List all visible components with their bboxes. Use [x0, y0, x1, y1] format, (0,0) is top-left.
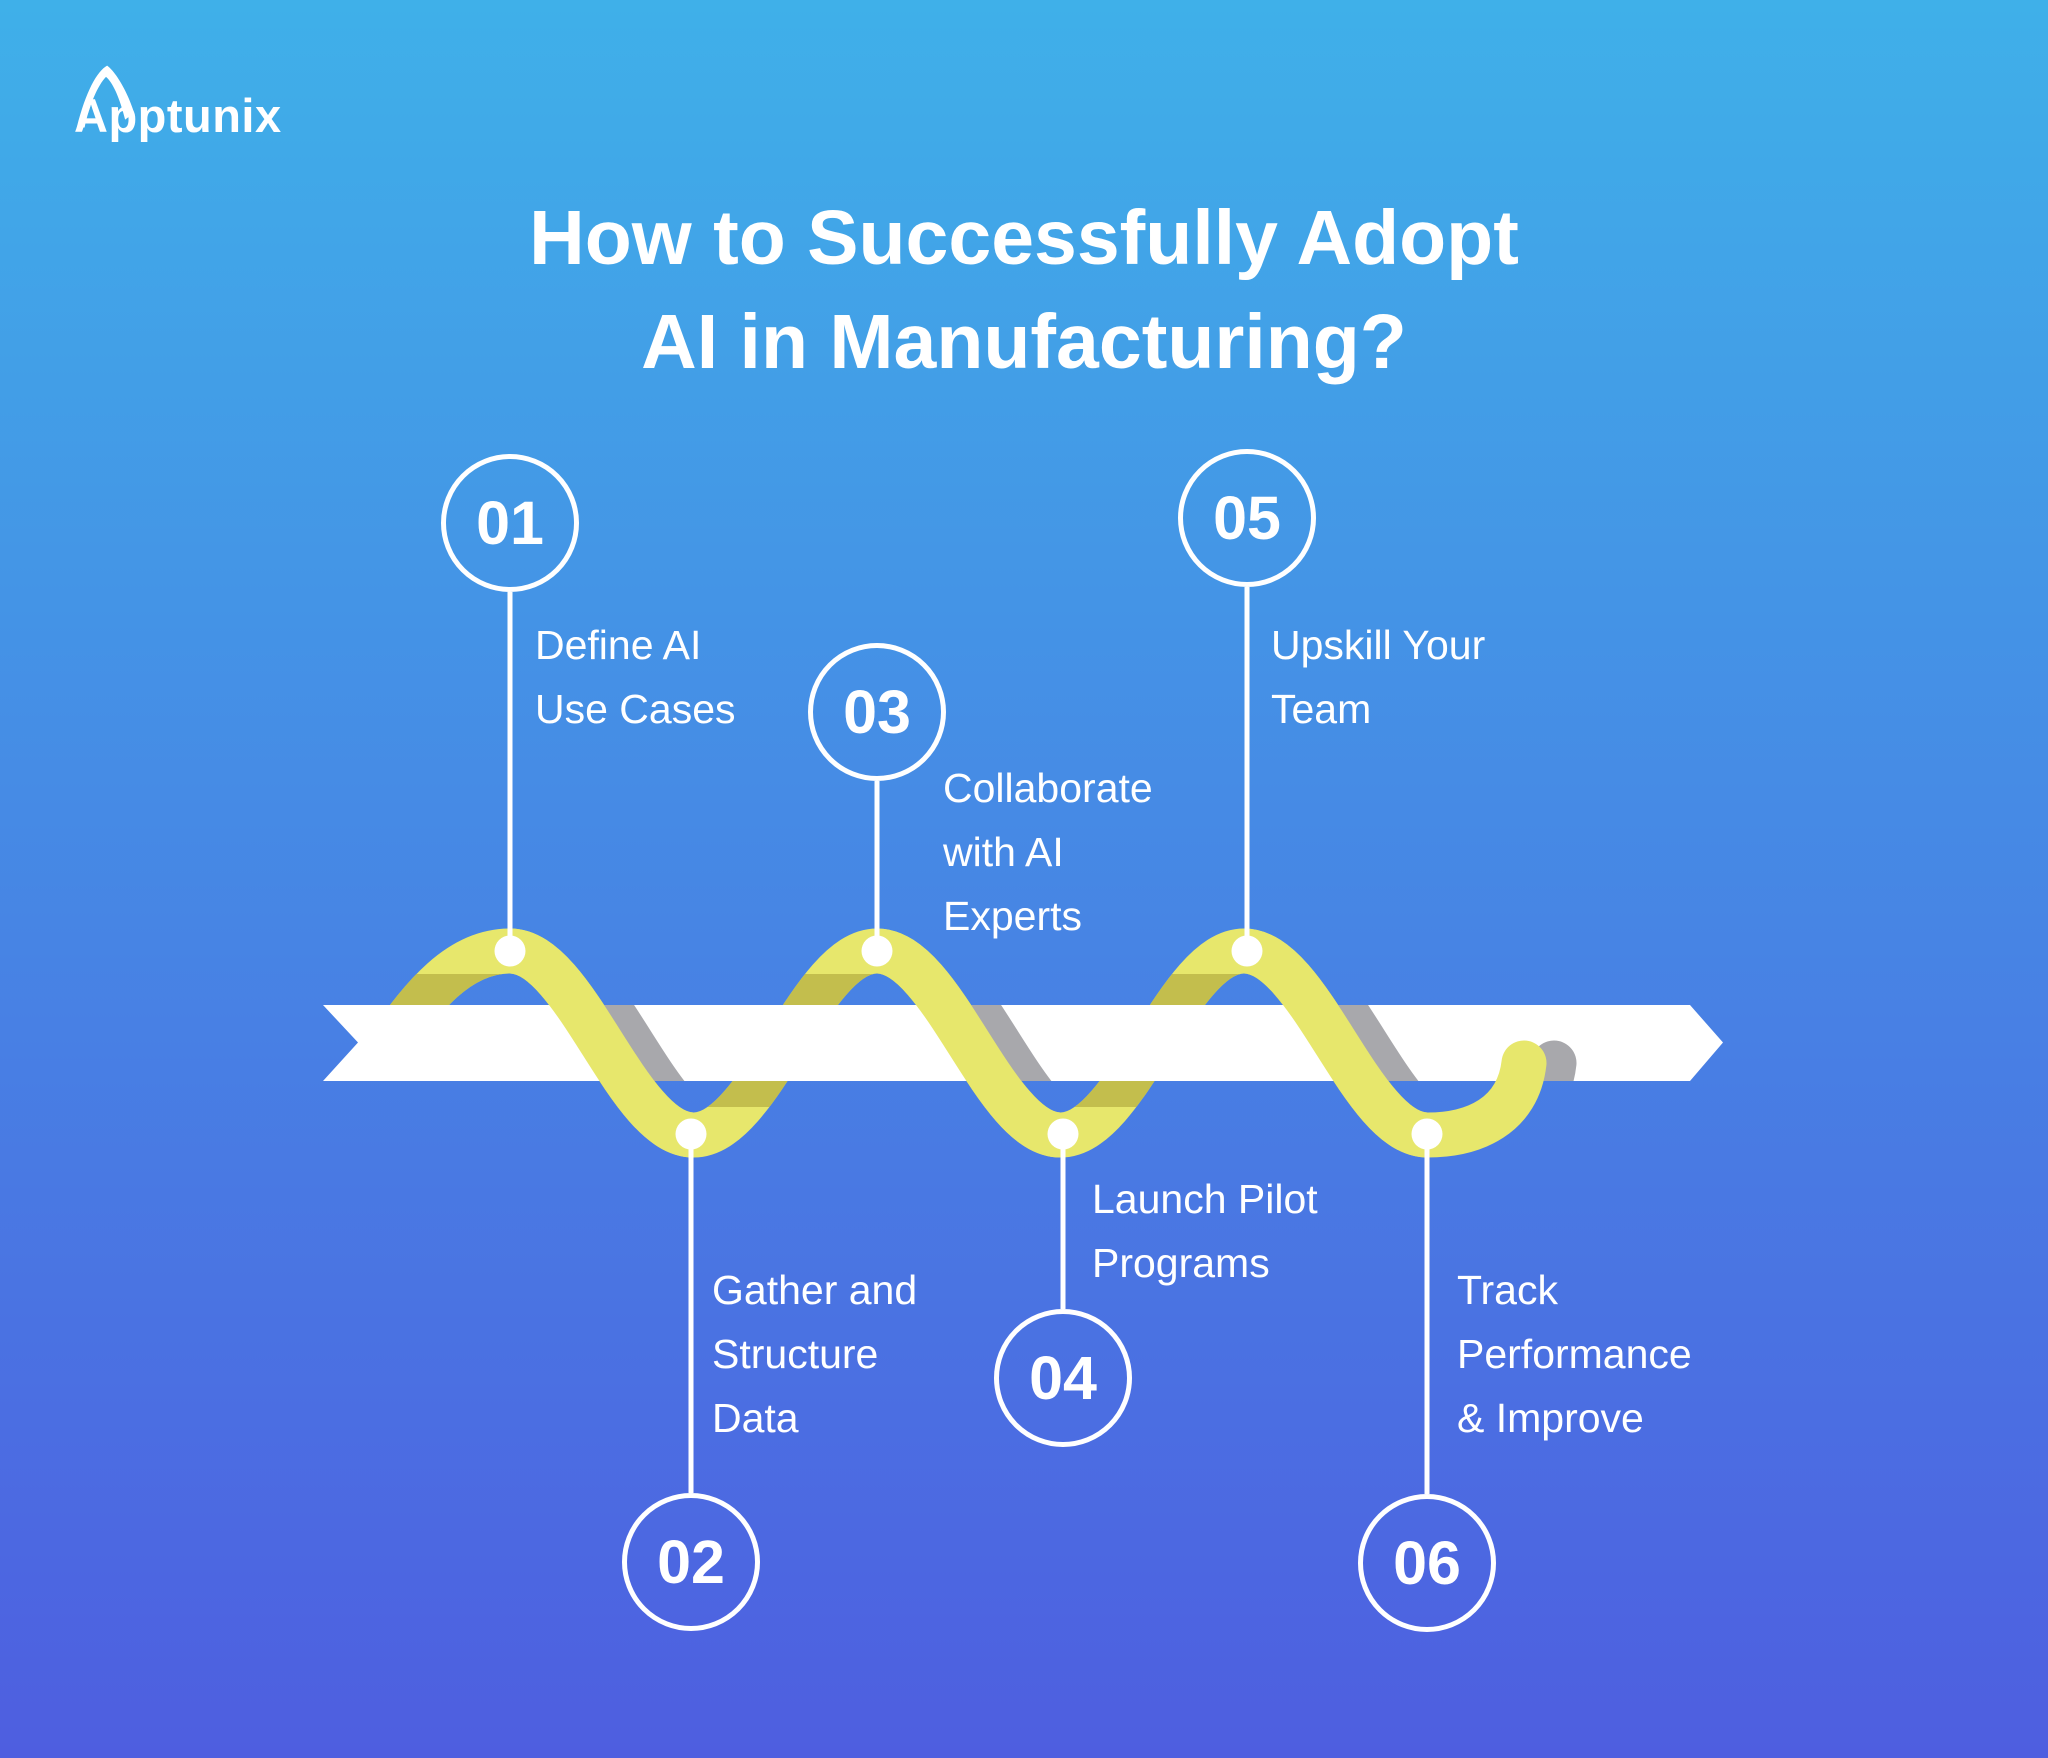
dot-step-04: [1047, 1118, 1079, 1150]
wave-ribbon-front: [506, 928, 1547, 1158]
band-shadows: [517, 1005, 1577, 1081]
step-label-04: Launch Pilot Programs: [1092, 1176, 1318, 1286]
connector-lines: [507, 587, 1430, 1494]
dot-step-02: [675, 1118, 707, 1150]
step-circle-02: 02: [622, 1493, 760, 1631]
dot-step-06: [1411, 1118, 1443, 1150]
step-circle-03: 03: [808, 643, 946, 781]
step-label-03: Collaborate with AI Experts: [943, 765, 1153, 939]
dot-step-01: [494, 935, 526, 967]
step-label-06: Track Performance & Improve: [1457, 1267, 1692, 1441]
infographic-title: How to Successfully Adopt AI in Manufact…: [529, 195, 1519, 385]
apptunix-logo: Apptunix: [74, 89, 282, 142]
dot-step-05: [1231, 935, 1263, 967]
step-circle-04: 04: [994, 1309, 1132, 1447]
dot-step-03: [861, 935, 893, 967]
apptunix-logo-arch-icon: [76, 65, 135, 128]
step-circle-05: 05: [1178, 449, 1316, 587]
milestone-dots: [494, 935, 1443, 1150]
step-label-02: Gather and Structure Data: [712, 1267, 918, 1441]
step-circle-06: 06: [1358, 1494, 1496, 1632]
step-label-01: Define AI Use Cases: [535, 622, 736, 732]
step-circle-01: 01: [441, 454, 579, 592]
step-label-05: Upskill Your Team: [1271, 622, 1486, 732]
